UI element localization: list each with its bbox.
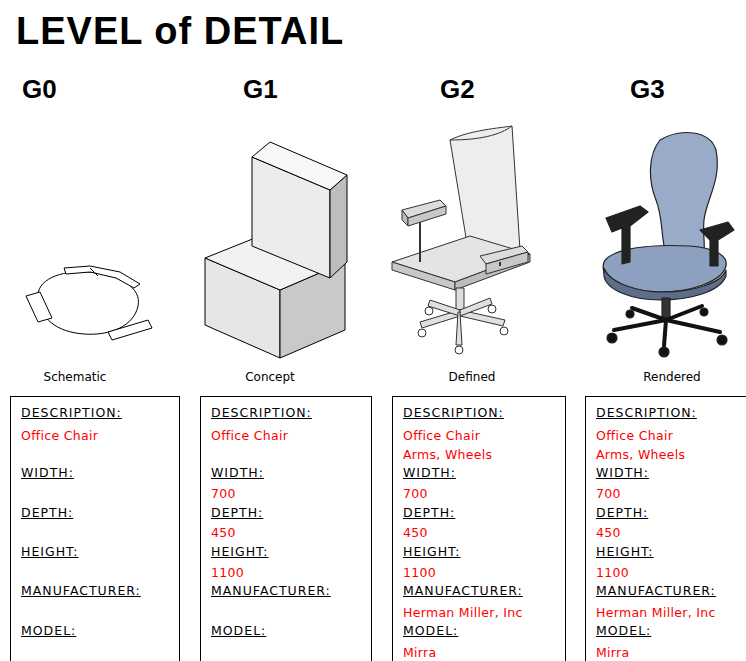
- field-value: 450: [403, 525, 428, 540]
- field-label: MODEL:: [596, 623, 651, 638]
- field-label: DESCRIPTION:: [21, 405, 122, 420]
- field-value: Arms, Wheels: [596, 447, 685, 462]
- level-heading: G0: [22, 74, 57, 105]
- field-value: Herman Miller, Inc: [403, 605, 523, 620]
- field-label: HEIGHT:: [596, 544, 654, 559]
- field-value: 1100: [211, 565, 244, 580]
- field-value: 1100: [403, 565, 436, 580]
- schematic-chair: [26, 266, 152, 340]
- field-label: DEPTH:: [596, 505, 648, 520]
- field-label: DEPTH:: [403, 505, 455, 520]
- field-value: Arms, Wheels: [403, 447, 492, 462]
- field-label: MODEL:: [211, 623, 266, 638]
- field-value: Office Chair: [211, 428, 288, 443]
- level-heading: G3: [630, 74, 665, 105]
- field-label: MODEL:: [403, 623, 458, 638]
- level-caption: Concept: [215, 370, 325, 384]
- field-value: Office Chair: [596, 428, 673, 443]
- spec-box: DESCRIPTION: Office ChairArms, WheelsWIDT…: [585, 396, 746, 661]
- rendered-chair: [603, 133, 734, 357]
- field-value: Mirra: [403, 645, 436, 660]
- field-value: 700: [211, 486, 236, 501]
- field-value: 1100: [596, 565, 629, 580]
- field-label: HEIGHT:: [403, 544, 461, 559]
- level-caption: Defined: [417, 370, 527, 384]
- field-label: DESCRIPTION:: [211, 405, 312, 420]
- field-label: DESCRIPTION:: [403, 405, 504, 420]
- spec-box: DESCRIPTION: Office ChairWIDTH: 700DEPTH: 4…: [200, 396, 372, 661]
- field-label: MANUFACTURER:: [403, 583, 523, 598]
- concept-chair: [205, 142, 347, 358]
- defined-chair: [392, 126, 530, 354]
- field-value: Office Chair: [403, 428, 480, 443]
- field-label: WIDTH:: [596, 465, 649, 480]
- field-label: WIDTH:: [211, 465, 264, 480]
- level-heading: G1: [243, 74, 278, 105]
- field-label: WIDTH:: [403, 465, 456, 480]
- field-label: MODEL:: [21, 623, 76, 638]
- field-label: HEIGHT:: [211, 544, 269, 559]
- field-value: 700: [596, 486, 621, 501]
- field-label: HEIGHT:: [21, 544, 79, 559]
- field-label: MANUFACTURER:: [21, 583, 141, 598]
- spec-box: DESCRIPTION: Office ChairArms, WheelsWIDT…: [392, 396, 566, 661]
- field-label: MANUFACTURER:: [596, 583, 716, 598]
- level-heading: G2: [440, 74, 475, 105]
- field-value: 450: [596, 525, 621, 540]
- diagram-title: LEVEL of DETAIL: [16, 10, 344, 53]
- field-label: DEPTH:: [21, 505, 73, 520]
- field-label: DESCRIPTION:: [596, 405, 697, 420]
- level-caption: Rendered: [617, 370, 727, 384]
- field-value: Herman Miller, Inc: [596, 605, 716, 620]
- field-value: Office Chair: [21, 428, 98, 443]
- level-caption: Schematic: [20, 370, 130, 384]
- field-value: Mirra: [596, 645, 629, 660]
- field-value: 450: [211, 525, 236, 540]
- spec-box: DESCRIPTION: Office ChairWIDTH: DEPTH: HEIG…: [10, 396, 180, 661]
- field-label: MANUFACTURER:: [211, 583, 331, 598]
- field-label: WIDTH:: [21, 465, 74, 480]
- field-value: 700: [403, 486, 428, 501]
- field-label: DEPTH:: [211, 505, 263, 520]
